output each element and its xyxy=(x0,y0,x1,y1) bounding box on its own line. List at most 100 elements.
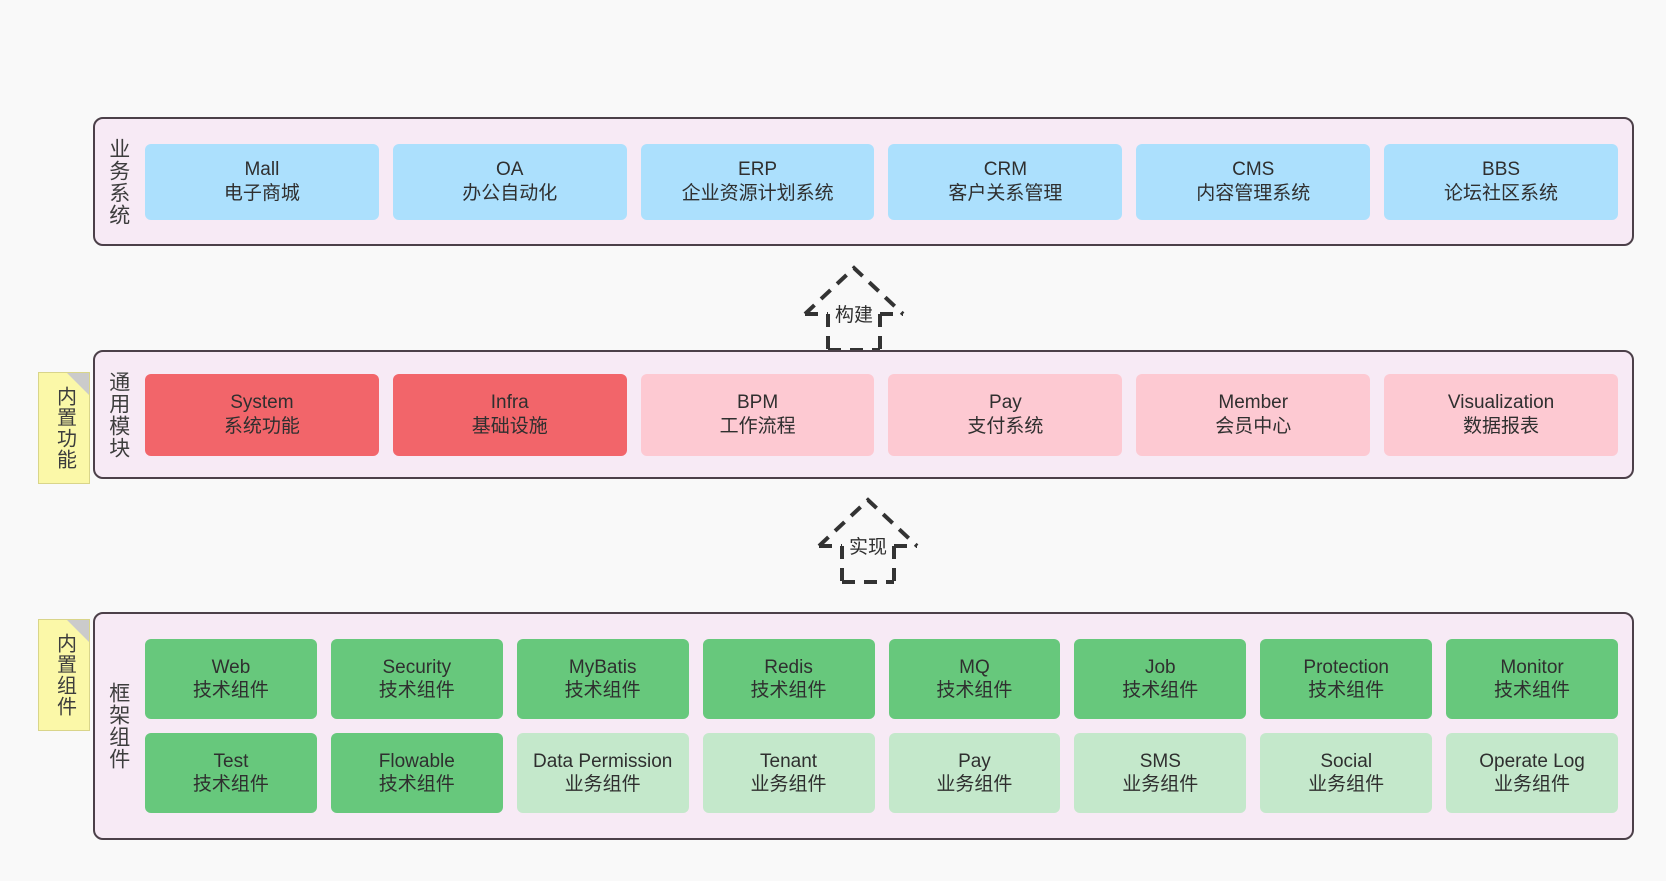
band-title-common-modules: 通用模块 xyxy=(106,370,130,459)
arrow-implement-label: 实现 xyxy=(847,532,890,559)
card-title: Member xyxy=(1218,392,1289,414)
card-subtitle: 企业资源计划系统 xyxy=(681,182,834,204)
card-title: CMS xyxy=(1232,159,1275,181)
card-subtitle: 业务组件 xyxy=(564,774,641,795)
card-title: Data Permission xyxy=(532,750,673,772)
card-title: Mall xyxy=(244,159,280,181)
card-title: Redis xyxy=(764,656,813,678)
card-subtitle: 电子商城 xyxy=(223,182,300,204)
card-title: BPM xyxy=(736,392,779,414)
card-title: Web xyxy=(211,656,251,678)
card-subtitle: 论坛社区系统 xyxy=(1444,182,1559,204)
card-subtitle: 工作流程 xyxy=(719,415,796,437)
card-title: ERP xyxy=(738,159,778,181)
card-title: Job xyxy=(1144,656,1176,678)
card-subtitle: 技术组件 xyxy=(378,774,455,795)
arrow-build-label: 构建 xyxy=(833,300,876,327)
card-subtitle: 业务组件 xyxy=(1308,774,1385,795)
card-subtitle: 支付系统 xyxy=(967,415,1044,437)
card-title: Tenant xyxy=(760,750,818,772)
arrow-implement: 实现 xyxy=(811,494,961,584)
card-subtitle: 会员中心 xyxy=(1215,415,1292,437)
card-subtitle: 办公自动化 xyxy=(462,182,558,204)
card-title: Operate Log xyxy=(1479,750,1585,772)
card-title: Visualization xyxy=(1447,392,1555,414)
card-title: Test xyxy=(213,750,249,772)
card-subtitle: 技术组件 xyxy=(192,774,269,795)
card-subtitle: 内容管理系统 xyxy=(1196,182,1311,204)
card-subtitle: 客户关系管理 xyxy=(948,182,1063,204)
card-title: OA xyxy=(496,159,524,181)
card-subtitle: 基础设施 xyxy=(471,415,548,437)
band-title-framework-components: 框架组件 xyxy=(106,682,130,770)
card-title: SMS xyxy=(1139,750,1181,772)
card-subtitle: 技术组件 xyxy=(192,680,269,701)
card-subtitle: 技术组件 xyxy=(378,680,455,701)
card-subtitle: 业务组件 xyxy=(1494,774,1571,795)
card-title: Social xyxy=(1320,750,1373,772)
note-builtin-features: 内置功能 xyxy=(38,372,90,484)
card-subtitle: 技术组件 xyxy=(750,680,827,701)
card-title: Infra xyxy=(490,392,529,414)
card-subtitle: 业务组件 xyxy=(936,774,1013,795)
card-title: Flowable xyxy=(378,750,455,772)
card-title: System xyxy=(230,392,294,414)
card-title: Security xyxy=(382,656,452,678)
card-title: Monitor xyxy=(1500,656,1564,678)
arrow-implement-shape xyxy=(817,497,919,584)
note-builtin-components: 内置组件 xyxy=(38,619,90,731)
card-subtitle: 数据报表 xyxy=(1463,415,1540,437)
card-subtitle: 技术组件 xyxy=(564,680,641,701)
card-title: Pay xyxy=(989,392,1022,414)
card-title: Protection xyxy=(1303,656,1389,678)
arrow-build: 构建 xyxy=(797,262,947,352)
card-subtitle: 业务组件 xyxy=(750,774,827,795)
card-title: MQ xyxy=(959,656,990,678)
card-title: BBS xyxy=(1482,159,1521,181)
card-subtitle: 技术组件 xyxy=(1494,680,1571,701)
card-subtitle: 技术组件 xyxy=(936,680,1013,701)
card-subtitle: 业务组件 xyxy=(1122,774,1199,795)
card-subtitle: 技术组件 xyxy=(1308,680,1385,701)
card-subtitle: 系统功能 xyxy=(223,415,300,437)
card-title: Pay xyxy=(958,750,991,772)
card-title: MyBatis xyxy=(568,656,637,678)
